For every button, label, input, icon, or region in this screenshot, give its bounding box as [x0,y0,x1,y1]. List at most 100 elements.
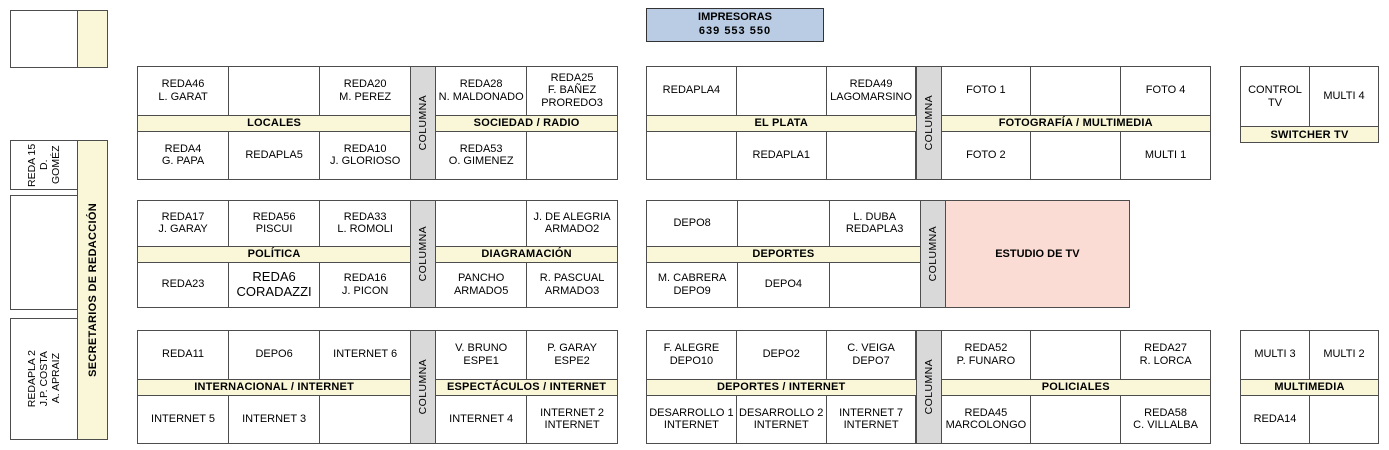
desk-cell: REDA4 G. PAPA [137,130,230,180]
desk-cell: REDAPLA1 [735,130,827,180]
studio-tv-area: ESTUDIO DE TV [944,200,1130,308]
desk-cell: REDA10 J. GLORIOSO [319,130,412,180]
desk-label: INTERNET 3 [242,412,307,425]
desk-cell: FOTO 4 [1120,66,1211,116]
desk-cell: REDA16 J. PICON [319,261,412,308]
column-divider: COLUMNA [919,200,946,308]
desk-label: REDA11 [162,348,205,361]
desk-label: REDAPLA5 [245,148,303,161]
sidebar-strip-label: SECRETARIOS DE REDACCIÓN [86,203,99,377]
desk-cell: MULTI 2 [1309,330,1379,380]
desk-label: REDA46 L. GARAT [158,78,208,103]
desk-label: REDA20 M. PEREZ [339,78,392,103]
desk-cell: REDA49 LAGOMARSINO [825,66,917,116]
sidebar-strip: SECRETARIOS DE REDACCIÓN [77,140,108,440]
desk-label: DEPO4 [764,278,803,291]
desk-label: C. VEIGA DEPO7 [847,342,895,367]
desk-label: MULTI 3 [1254,348,1296,361]
desk-label: REDA45 MARCOLONGO [945,406,1027,432]
desk-cell: REDAPLA5 [228,130,321,180]
desk-label: REDA49 LAGOMARSINO [830,78,913,103]
section-banner: MULTIMEDIA [1240,378,1379,396]
desk-cell-empty [526,130,619,180]
section-banner: INTERNACIONAL / INTERNET [137,378,412,396]
desk-cell: L. DUBA REDAPLA3 [828,200,921,247]
desk-label: M. CABRERA DEPO9 [657,272,727,297]
sidebar-desk-label: REDAPLA 2 J.P. COSTA A. APRAIZ [25,350,63,408]
group-switcher-tv: CONTROL TV MULTI 4 SWITCHER TV [1240,66,1379,143]
desk-cell: C. VEIGA DEPO7 [825,330,917,380]
desk-cell: REDA6 CORADAZZI [228,261,321,308]
desk-cell: REDA25 F. BAÑEZ PROREDO3 [526,66,619,116]
desk-cell-empty [646,130,737,180]
desk-cell-empty [1030,330,1122,380]
desk-label: INTERNET 2 INTERNET [540,406,605,432]
desk-label: R. PASCUAL ARMADO3 [539,272,605,297]
desk-row-bottom: REDAPLA1 [646,130,917,180]
sidebar-desk-1 [10,195,78,310]
desk-label: FOTO 4 [1145,84,1186,97]
column-label: COLUMNA [417,226,430,282]
desk-cell: REDA46 L. GARAT [137,66,230,116]
sidebar-desk-2: REDAPLA 2 J.P. COSTA A. APRAIZ [10,318,78,440]
desk-cell-empty [735,66,827,116]
desk-label: J. DE ALEGRIA ARMADO2 [533,210,611,236]
desk-cell: R. PASCUAL ARMADO3 [526,261,619,308]
desk-label: MULTI 4 [1323,90,1365,103]
column-divider: COLUMNA [410,200,437,308]
desk-cell: REDA52 P. FUNARO [940,330,1032,380]
desk-cell: MULTI 1 [1120,130,1211,180]
desk-cell: MULTI 3 [1240,330,1310,380]
column-label: COLUMNA [417,359,430,415]
corner-box-strip [77,10,108,68]
desk-label: REDA58 C. VILLALBA [1133,406,1198,432]
desk-cell-empty [825,130,917,180]
desk-label: REDAPLA1 [752,148,810,161]
desk-cell: P. GARAY ESPE2 [526,330,619,380]
section-banner: POLICIALES [940,378,1211,396]
desk-label: REDA10 J. GLORIOSO [330,142,401,168]
desk-label: INTERNET 4 [449,412,514,425]
desk-label: INTERNET 6 [333,348,398,361]
desk-cell-empty [1030,130,1122,180]
desk-label: INTERNET 5 [151,412,216,425]
desk-cell: CONTROL TV [1240,66,1310,127]
desk-label: P. GARAY ESPE2 [547,342,597,367]
desk-label: REDA27 R. LORCA [1139,342,1192,367]
desk-cell: REDA27 R. LORCA [1120,330,1211,380]
desk-row-bottom: INTERNET 4 INTERNET 2 INTERNET [435,394,619,444]
section-banner: SWITCHER TV [1240,126,1379,143]
desk-label: REDAPLA4 [662,84,721,97]
block-switcher-tv: CONTROL TV MULTI 4 SWITCHER TV [1240,66,1379,143]
desk-cell: REDA58 C. VILLALBA [1120,394,1211,444]
desk-cell-empty [1030,394,1122,444]
desk-cell: DESARROLLO 2 INTERNET [735,394,827,444]
desk-cell: J. DE ALEGRIA ARMADO2 [526,200,619,247]
printers-title: IMPRESORAS [698,11,772,24]
desk-label: DESARROLLO 1 INTERNET [649,406,734,432]
desk-label: DEPO2 [762,348,800,361]
column-divider: COLUMNA [915,66,942,180]
desk-label: REDA17 J. GARAY [158,210,208,236]
desk-label: REDA52 P. FUNARO [956,342,1016,367]
desk-cell-empty [1030,66,1122,116]
desk-label: REDA53 O. GIMENEZ [448,142,514,168]
section-banner: LOCALES [137,114,412,132]
desk-row-top: J. DE ALEGRIA ARMADO2 [435,200,619,247]
